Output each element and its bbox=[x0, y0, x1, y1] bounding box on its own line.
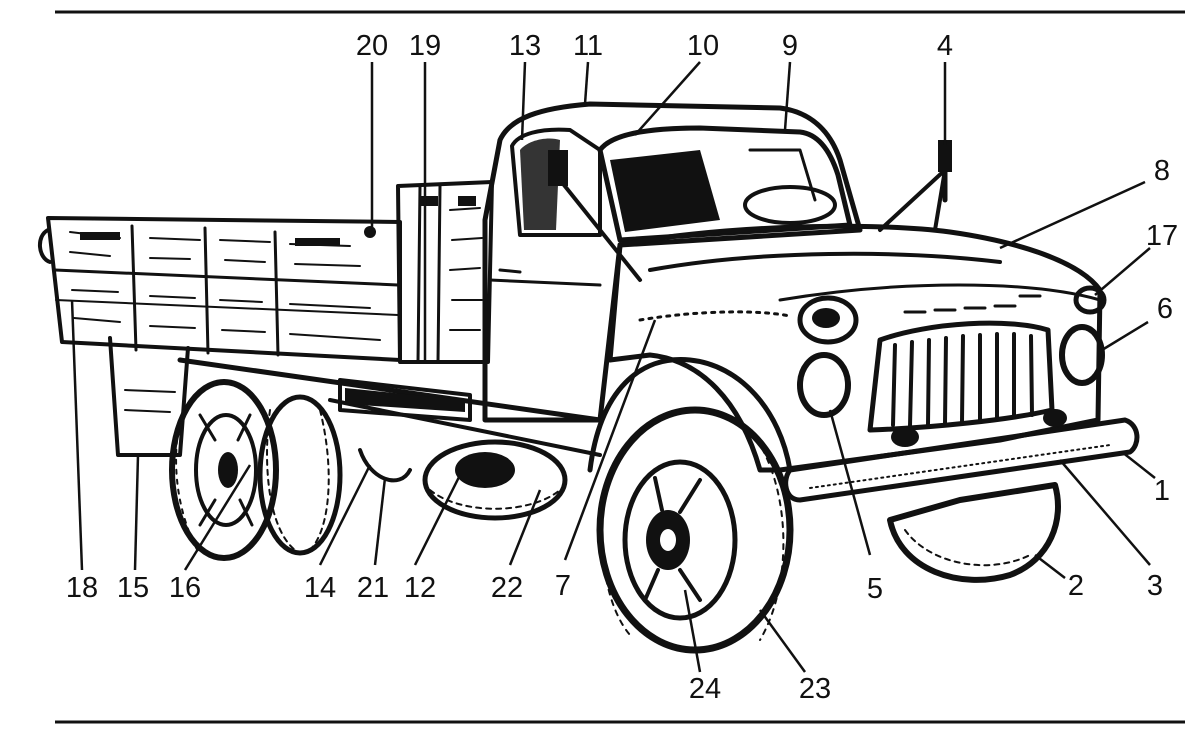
callout-14: 14 bbox=[304, 572, 336, 604]
rear-wheel-inner bbox=[257, 394, 343, 556]
leader-24 bbox=[683, 589, 702, 673]
callout-15: 15 bbox=[117, 572, 149, 604]
leader-12 bbox=[413, 454, 472, 566]
fog-light bbox=[797, 352, 851, 418]
leader-9 bbox=[783, 61, 792, 131]
callout-10: 10 bbox=[687, 30, 719, 62]
leader-17 bbox=[1094, 247, 1151, 296]
leader-3 bbox=[1059, 459, 1151, 566]
leader-11 bbox=[583, 61, 590, 105]
callout-20: 20 bbox=[356, 30, 388, 62]
callout-22: 22 bbox=[491, 572, 523, 604]
leader-10 bbox=[634, 61, 701, 136]
leader-22 bbox=[508, 489, 542, 566]
headlight-left bbox=[797, 295, 859, 345]
cab bbox=[482, 101, 863, 423]
hood bbox=[607, 223, 1103, 473]
leader-7 bbox=[563, 319, 657, 561]
leader-16 bbox=[183, 464, 252, 571]
rear-mudflap bbox=[108, 336, 190, 457]
leader-14 bbox=[318, 464, 372, 566]
rear-wheel-outer bbox=[169, 379, 279, 561]
callout-4: 4 bbox=[937, 30, 953, 62]
leader-1 bbox=[1121, 451, 1156, 479]
callout-21: 21 bbox=[357, 572, 389, 604]
cargo-bed bbox=[38, 180, 494, 364]
callout-19: 19 bbox=[409, 30, 441, 62]
callout-labels: 1 2 3 4 5 6 7 8 9 10 11 12 13 14 15 16 1… bbox=[66, 30, 1178, 705]
callout-3: 3 bbox=[1147, 570, 1163, 602]
callout-9: 9 bbox=[782, 30, 798, 62]
leader-lines bbox=[70, 61, 1156, 673]
chassis-frame bbox=[177, 357, 603, 483]
leader-13 bbox=[520, 61, 527, 141]
callout-13: 13 bbox=[509, 30, 541, 62]
headlight-right bbox=[1059, 285, 1107, 386]
callout-17: 17 bbox=[1146, 220, 1178, 252]
leader-23 bbox=[758, 609, 807, 673]
callout-7: 7 bbox=[555, 570, 571, 602]
callout-16: 16 bbox=[169, 572, 201, 604]
callout-8: 8 bbox=[1154, 155, 1170, 187]
leader-15 bbox=[133, 454, 140, 571]
callout-6: 6 bbox=[1157, 293, 1173, 325]
callout-1: 1 bbox=[1154, 475, 1170, 507]
callout-23: 23 bbox=[799, 673, 831, 705]
leader-21 bbox=[373, 477, 387, 566]
leader-18 bbox=[70, 299, 84, 571]
leader-6 bbox=[1101, 320, 1149, 352]
callout-11: 11 bbox=[573, 30, 603, 62]
front-fender bbox=[587, 357, 793, 473]
leader-2 bbox=[1034, 554, 1066, 579]
radiator-grille bbox=[867, 294, 1055, 433]
callout-12: 12 bbox=[404, 572, 436, 604]
callout-5: 5 bbox=[867, 573, 883, 605]
callout-24: 24 bbox=[689, 673, 721, 705]
spare-wheel bbox=[422, 439, 568, 521]
callout-18: 18 bbox=[66, 572, 98, 604]
front-wheel-right bbox=[887, 482, 1061, 583]
leader-5 bbox=[828, 409, 872, 556]
side-mirror-arm bbox=[878, 140, 952, 232]
callout-2: 2 bbox=[1068, 570, 1084, 602]
leader-8 bbox=[999, 180, 1146, 250]
